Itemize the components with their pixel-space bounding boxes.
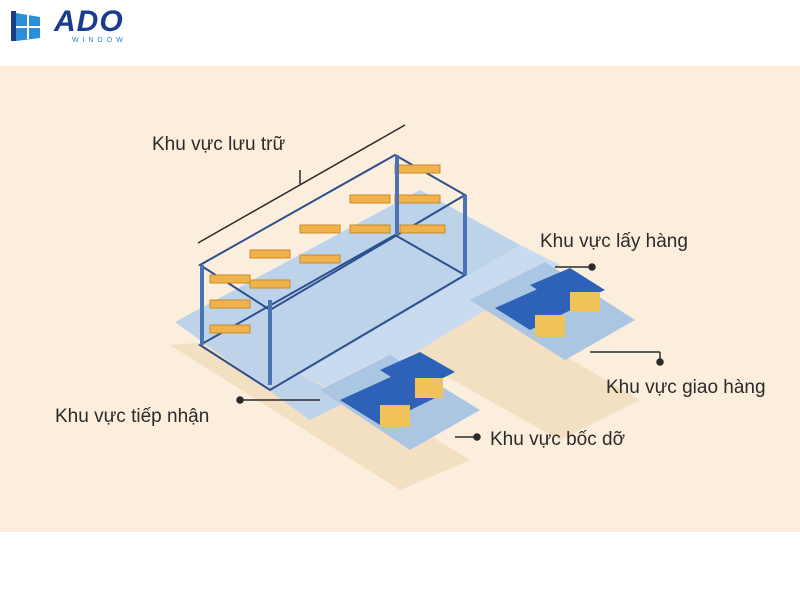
label-loading-area: Khu vực bốc dỡ: [490, 429, 626, 450]
floor: [175, 190, 520, 420]
diagram-panel: Khu vực lưu trữ Khu vực lấy hàng Khu vực…: [0, 66, 800, 532]
label-storage-area: Khu vực lưu trữ: [152, 134, 286, 155]
ado-window-logo: ADO WINDOW: [10, 5, 140, 48]
label-shipping-area: Khu vực giao hàng: [606, 377, 766, 398]
window-logo-icon: [11, 11, 40, 41]
label-picking-area: Khu vực lấy hàng: [540, 231, 688, 252]
warehouse-illustration: [170, 124, 664, 490]
storage-racks: [198, 153, 467, 392]
trucks: [340, 268, 605, 427]
logo-brand: ADO: [54, 5, 124, 38]
label-receiving-area: Khu vực tiếp nhận: [55, 406, 210, 427]
logo-sub: WINDOW: [72, 37, 127, 44]
